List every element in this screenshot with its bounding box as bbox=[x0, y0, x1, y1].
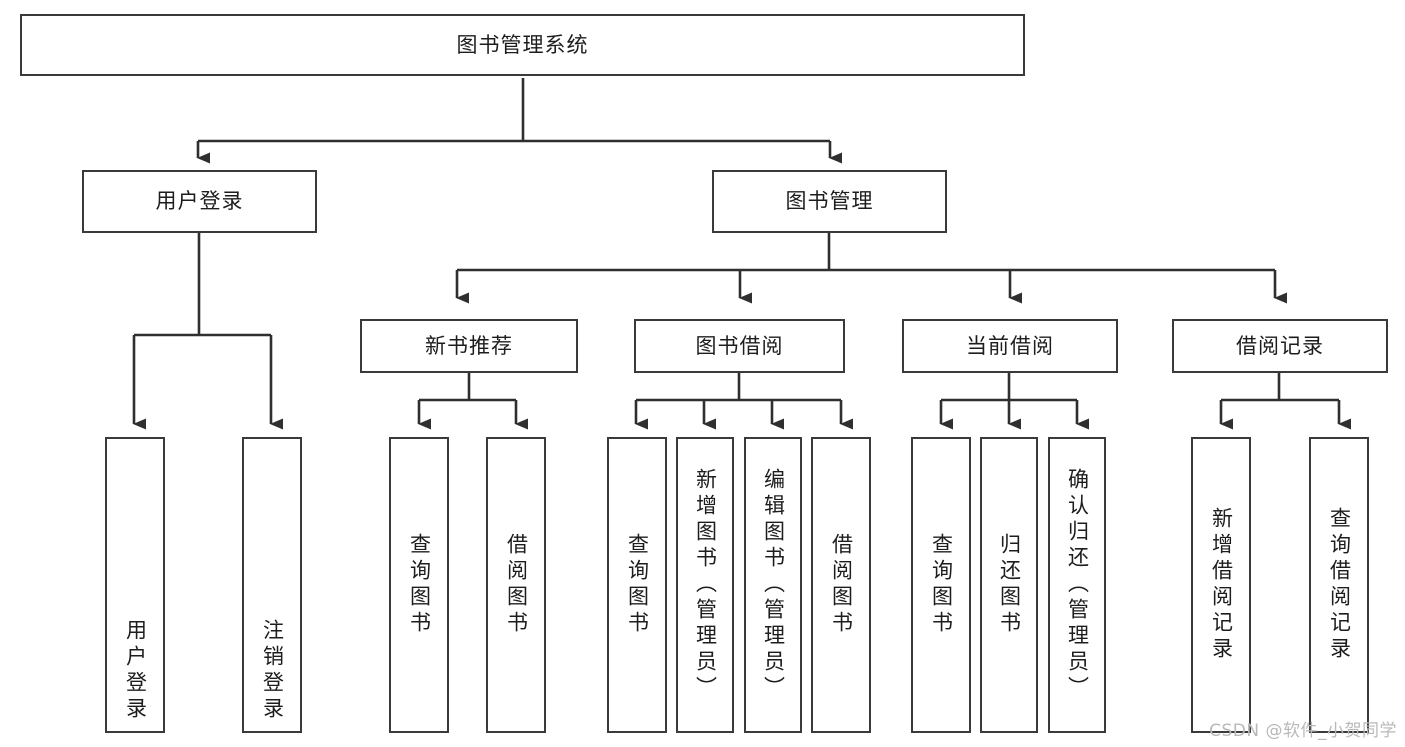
node-label: 当前借阅 bbox=[966, 333, 1054, 358]
node-label: 图书借阅 bbox=[695, 333, 784, 358]
leaf-record-query-borrow-record[interactable]: 查询借阅记录 bbox=[1309, 437, 1369, 733]
node-label: 编辑图书（管理员） bbox=[761, 468, 786, 702]
node-label: 借阅图书 bbox=[504, 533, 529, 637]
node-label: 查询图书 bbox=[929, 533, 954, 637]
node-label: 查询图书 bbox=[625, 533, 650, 637]
node-label: 新书推荐 bbox=[425, 333, 513, 358]
node-label: 图书管理 bbox=[785, 189, 874, 214]
leaf-borrow-edit-book-admin[interactable]: 编辑图书（管理员） bbox=[744, 437, 802, 733]
node-label: 归还图书 bbox=[997, 533, 1022, 637]
node-label: 新增图书（管理员） bbox=[693, 468, 718, 702]
node-borrow-record[interactable]: 借阅记录 bbox=[1172, 319, 1388, 373]
leaf-recommend-query-book[interactable]: 查询图书 bbox=[389, 437, 449, 733]
node-label: 借阅图书 bbox=[829, 533, 854, 637]
node-label: 图书管理系统 bbox=[456, 32, 589, 57]
node-label: 借阅记录 bbox=[1236, 333, 1324, 358]
node-book-borrow[interactable]: 图书借阅 bbox=[634, 319, 845, 373]
leaf-current-confirm-return-admin[interactable]: 确认归还（管理员） bbox=[1048, 437, 1106, 733]
node-new-book-recommend[interactable]: 新书推荐 bbox=[360, 319, 578, 373]
node-label: 查询借阅记录 bbox=[1327, 507, 1352, 663]
leaf-user-login-signout[interactable]: 注销登录 bbox=[242, 437, 302, 733]
leaf-recommend-borrow-book[interactable]: 借阅图书 bbox=[486, 437, 546, 733]
watermark: CSDN @软件_小贺同学 bbox=[1209, 721, 1397, 741]
node-book-management[interactable]: 图书管理 bbox=[712, 170, 947, 233]
leaf-user-login-signin[interactable]: 用户登录 bbox=[105, 437, 165, 733]
leaf-borrow-add-book-admin[interactable]: 新增图书（管理员） bbox=[676, 437, 734, 733]
node-label: 用户登录 bbox=[155, 189, 244, 214]
node-label: 查询图书 bbox=[407, 533, 432, 637]
node-current-borrow[interactable]: 当前借阅 bbox=[902, 319, 1118, 373]
node-label: 确认归还（管理员） bbox=[1065, 468, 1090, 702]
leaf-current-query-book[interactable]: 查询图书 bbox=[911, 437, 971, 733]
node-user-login[interactable]: 用户登录 bbox=[82, 170, 317, 233]
leaf-borrow-query-book[interactable]: 查询图书 bbox=[607, 437, 667, 733]
node-label: 注销登录 bbox=[260, 619, 285, 723]
leaf-current-return-book[interactable]: 归还图书 bbox=[980, 437, 1038, 733]
node-label: 用户登录 bbox=[123, 619, 148, 723]
node-label: 新增借阅记录 bbox=[1209, 507, 1234, 663]
node-root[interactable]: 图书管理系统 bbox=[20, 14, 1025, 76]
leaf-borrow-borrow-book[interactable]: 借阅图书 bbox=[811, 437, 871, 733]
leaf-record-add-borrow-record[interactable]: 新增借阅记录 bbox=[1191, 437, 1251, 733]
